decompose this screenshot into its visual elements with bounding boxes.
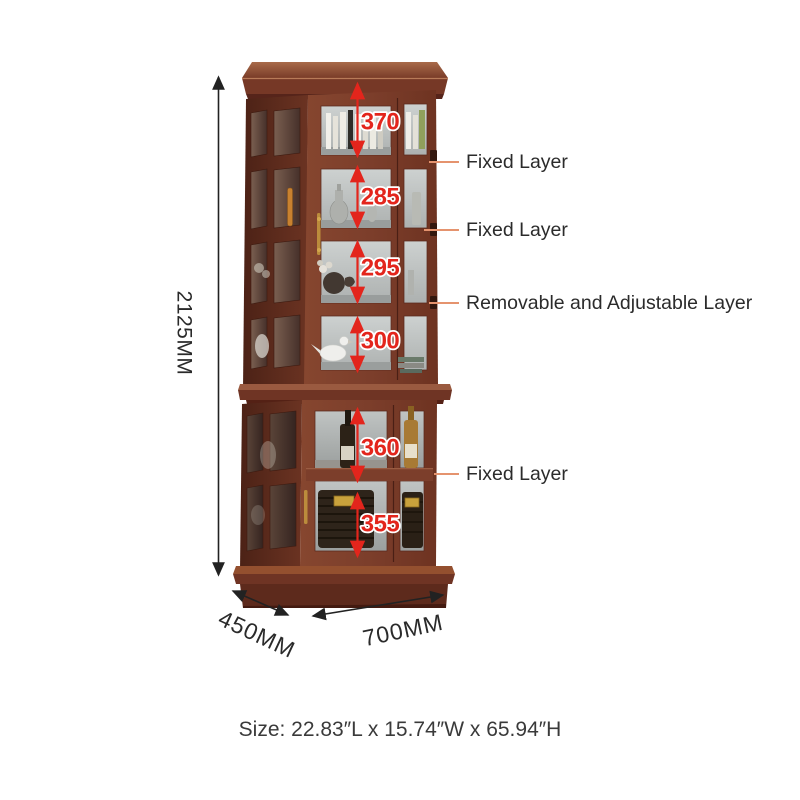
side-door-handle [287,187,293,227]
layer-label-3: Removable and Adjustable Layer [466,292,753,314]
cabinet-upper-side-panel [243,95,308,389]
width-arrow [311,590,445,621]
layer-label-4: Fixed Layer [466,463,568,485]
lower-door-latch [304,490,308,524]
layer-label-1: Fixed Layer [466,151,568,173]
shelf-measurement-6: 355 [361,511,400,538]
shelf-measurements: 370 285 295 300 360 355 [359,107,402,540]
depth-arrow [231,590,290,616]
width-label: 700MM [360,609,445,651]
layer-label-2: Fixed Layer [466,219,568,241]
cabinet-illustration [233,62,455,608]
shelf-measurement-4: 300 [361,328,400,355]
size-caption: Size: 22.83″L x 15.74″W x 65.94″H [239,718,562,741]
height-label: 2125MM [173,291,196,376]
layer-callouts: Fixed Layer Fixed Layer Removable and Ad… [424,151,753,485]
cabinet-lower-side-panel [240,400,302,570]
height-dimension: 2125MM [173,75,225,577]
door-latch [317,213,321,255]
lower-mid-rail [306,468,433,481]
cabinet-base [233,566,455,608]
shelf-measurement-5: 360 [361,435,400,462]
shelf-measurement-2: 285 [361,184,400,211]
shelf-measurement-1: 370 [361,109,400,136]
cabinet-lower-front [300,400,437,566]
side-figurine [255,334,269,358]
shelf-measurement-3: 295 [361,255,400,282]
door-hinge [430,150,437,163]
